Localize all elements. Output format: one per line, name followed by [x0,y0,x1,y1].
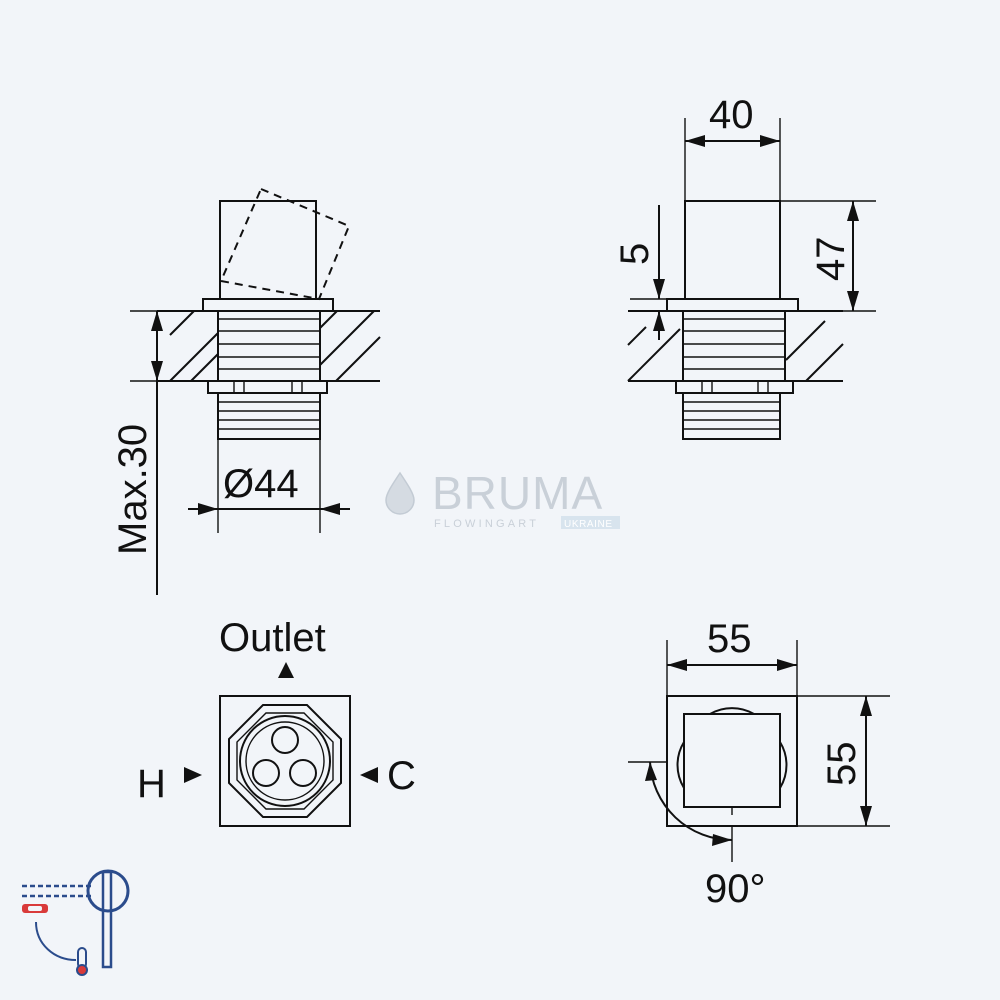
icon-flow-curve [35,921,77,961]
mounting-nut-right-inner [701,380,713,394]
icon-hot-tap-inner [28,906,42,911]
height-arrow-bottom [847,291,859,311]
offset-arrow-up [653,311,665,331]
height-bottom-arrow-top [860,696,872,716]
max-depth-arrow-down [151,361,163,381]
front-octagon-outer [228,704,342,818]
drop-icon [385,471,415,515]
width-bottom-arrow-right [777,659,797,671]
icon-knob [86,869,130,913]
hot-port [252,759,280,787]
front-view-right: 55 55 90° [628,617,890,911]
cartridge-ribs-right [683,318,785,370]
watermark-region-badge [561,516,620,529]
handle-top-view [683,713,781,808]
outlet-port [271,726,299,754]
hot-label: H [137,762,166,806]
diameter-arrow-left [198,503,218,515]
cold-arrow-icon [360,767,378,783]
front-arc-left [676,741,685,789]
lower-thread-lines-right [683,401,780,430]
escutcheon-cap [202,298,334,312]
cold-port [289,759,317,787]
front-plate [219,695,351,827]
mounting-nut-inner-2 [291,380,303,394]
side-view-left: Max.30 Ø44 [111,187,381,595]
wall-hatch-right [627,320,844,382]
height-label: 47 [809,237,853,282]
angle-arc [649,761,733,842]
diameter-arrow-right [320,503,340,515]
diameter-label: Ø44 [223,462,299,506]
escutcheon-cap-right [666,298,799,312]
mounting-nut-right [675,380,794,394]
max-depth-label: Max.30 [111,424,155,555]
outlet-arrow-icon [278,662,294,678]
cold-label: C [387,754,416,798]
handle-body-right [684,200,781,300]
cartridge-body-right [682,310,786,382]
offset-label: 5 [613,243,657,265]
width-top-label: 40 [709,93,754,137]
width-bottom-arrow-left [667,659,687,671]
cartridge-ribs [218,318,320,370]
height-arrow-top [847,201,859,221]
watermark-region: UKRAINE [564,519,613,530]
front-arc-right [779,741,788,789]
watermark-logo: BRUMA FLOWINGART UKRAINE [385,467,620,530]
lower-thread-right [682,392,781,440]
offset-arrow-down [653,279,665,299]
width-top-arrow-right [760,135,780,147]
mounting-nut [207,380,328,394]
front-ring-inner [245,721,325,801]
height-bottom-arrow-bottom [860,806,872,826]
side-view-right: 40 47 5 [613,93,876,440]
handle-body [219,200,317,300]
front-view-left: Outlet H C [137,616,416,827]
mounting-nut-right-inner-2 [757,380,769,394]
watermark-brand: BRUMA [432,467,603,519]
outlet-label: Outlet [219,616,326,660]
front-arc-top [709,707,755,715]
mixer-type-icon [22,869,130,976]
lower-thread-lines [218,401,320,430]
height-bottom-label: 55 [820,742,864,787]
hot-arrow-icon [184,767,202,783]
icon-lever [101,870,113,969]
lower-thread [217,392,321,440]
wall-hatch [169,310,381,382]
angle-arrow-end [712,834,732,846]
front-ring-outer [239,715,331,807]
max-depth-arrow-up [151,311,163,331]
thermometer-icon [76,947,88,976]
handle-rotated-outline [219,187,351,301]
angle-arrow-start [645,762,657,781]
front-octagon-inner [236,712,334,810]
width-bottom-label: 55 [707,617,752,661]
angle-label: 90° [705,867,766,911]
watermark-tagline: FLOWINGART [434,518,539,530]
width-top-arrow-left [685,135,705,147]
mounting-nut-inner [233,380,245,394]
cartridge-body [217,310,321,382]
